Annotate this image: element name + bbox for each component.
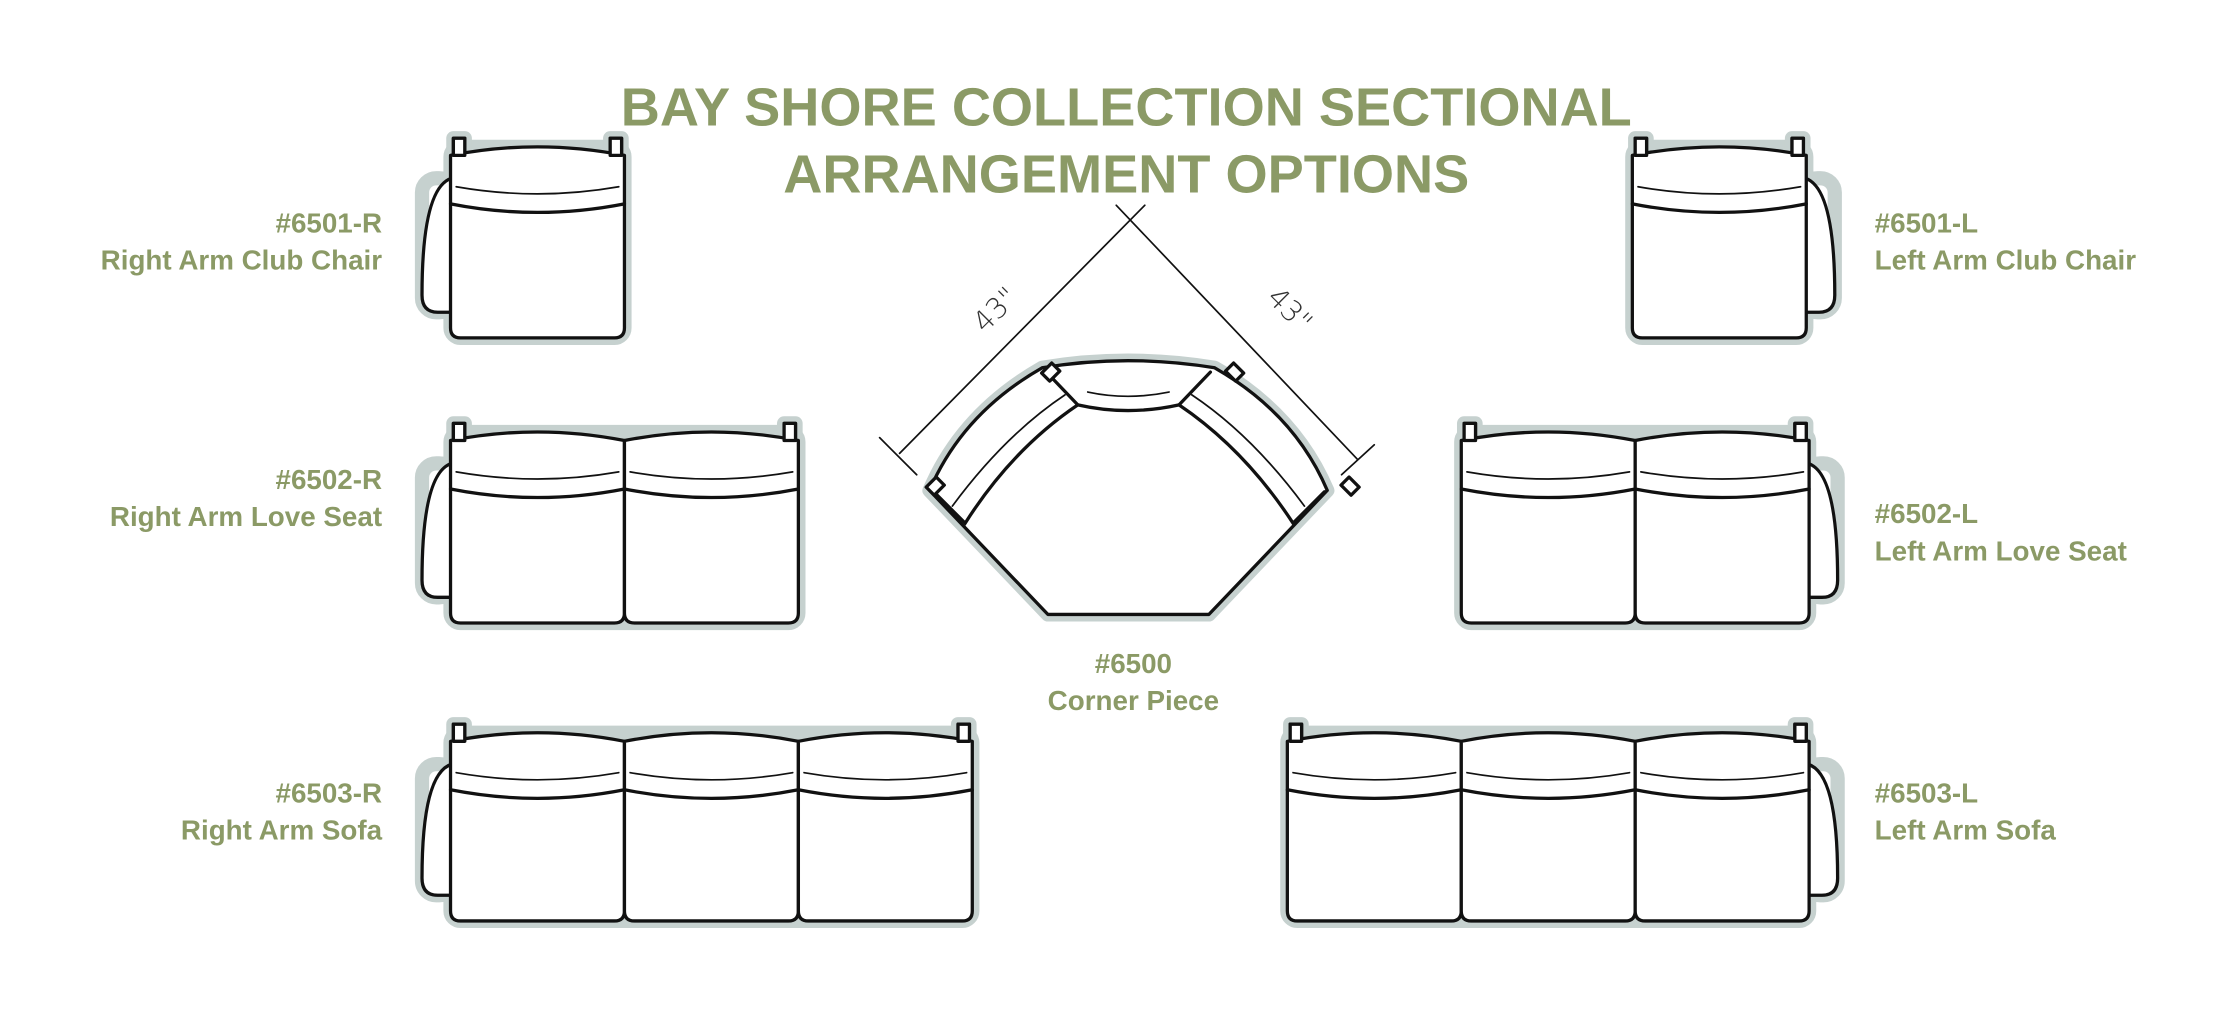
seat-cushion [1285,731,1463,923]
arm [1806,762,1840,897]
right-sofa-drawing [414,717,980,929]
seat-cushion [448,145,627,340]
dimension-left: 43" [966,281,1024,339]
arm [420,762,454,897]
arm [1803,176,1837,314]
corner-piece-drawing: 43" 43" [878,204,1376,622]
seat-cushion [1459,430,1637,625]
arm [1806,461,1840,599]
corner-dimension-lines [878,204,1376,476]
arm [420,176,454,314]
right-love-seat-name: Right Arm Love Seat [110,501,382,532]
left-sofa-sku: #6503-L [1875,778,1979,809]
right-love-seat-sku: #6502-R [276,464,383,495]
title-line-2: ARRANGEMENT OPTIONS [783,144,1469,204]
left-love-seat-drawing [1454,416,1845,631]
seat-cushion [448,731,627,923]
seat-cushion [622,731,801,923]
seat-cushion [448,430,627,625]
seat-cushion [1633,731,1811,923]
arm [420,461,454,599]
seat-cushion [1630,145,1808,340]
right-club-chair-sku: #6501-R [276,207,383,238]
corner-sku: #6500 [1095,648,1172,679]
left-sofa-drawing [1280,717,1845,929]
title-line-1: BAY SHORE COLLECTION SECTIONAL [621,77,1632,137]
left-club-chair-drawing [1625,131,1842,345]
left-club-chair-sku: #6501-L [1875,207,1979,238]
right-love-seat-drawing [414,416,806,631]
seat-cushion [1459,731,1637,923]
left-love-seat-name: Left Arm Love Seat [1875,535,2127,566]
corner-name: Corner Piece [1048,685,1219,716]
seat-cushion [622,430,801,625]
right-club-chair-drawing [414,131,632,345]
dimension-right: 43" [1261,281,1319,339]
right-sofa-name: Right Arm Sofa [181,815,383,846]
seat-cushion [1633,430,1811,625]
seat-cushion [796,731,974,923]
left-sofa-name: Left Arm Sofa [1875,815,2057,846]
left-love-seat-sku: #6502-L [1875,498,1979,529]
left-club-chair-name: Left Arm Club Chair [1875,244,2137,275]
right-sofa-sku: #6503-R [276,778,383,809]
right-club-chair-name: Right Arm Club Chair [101,244,383,275]
